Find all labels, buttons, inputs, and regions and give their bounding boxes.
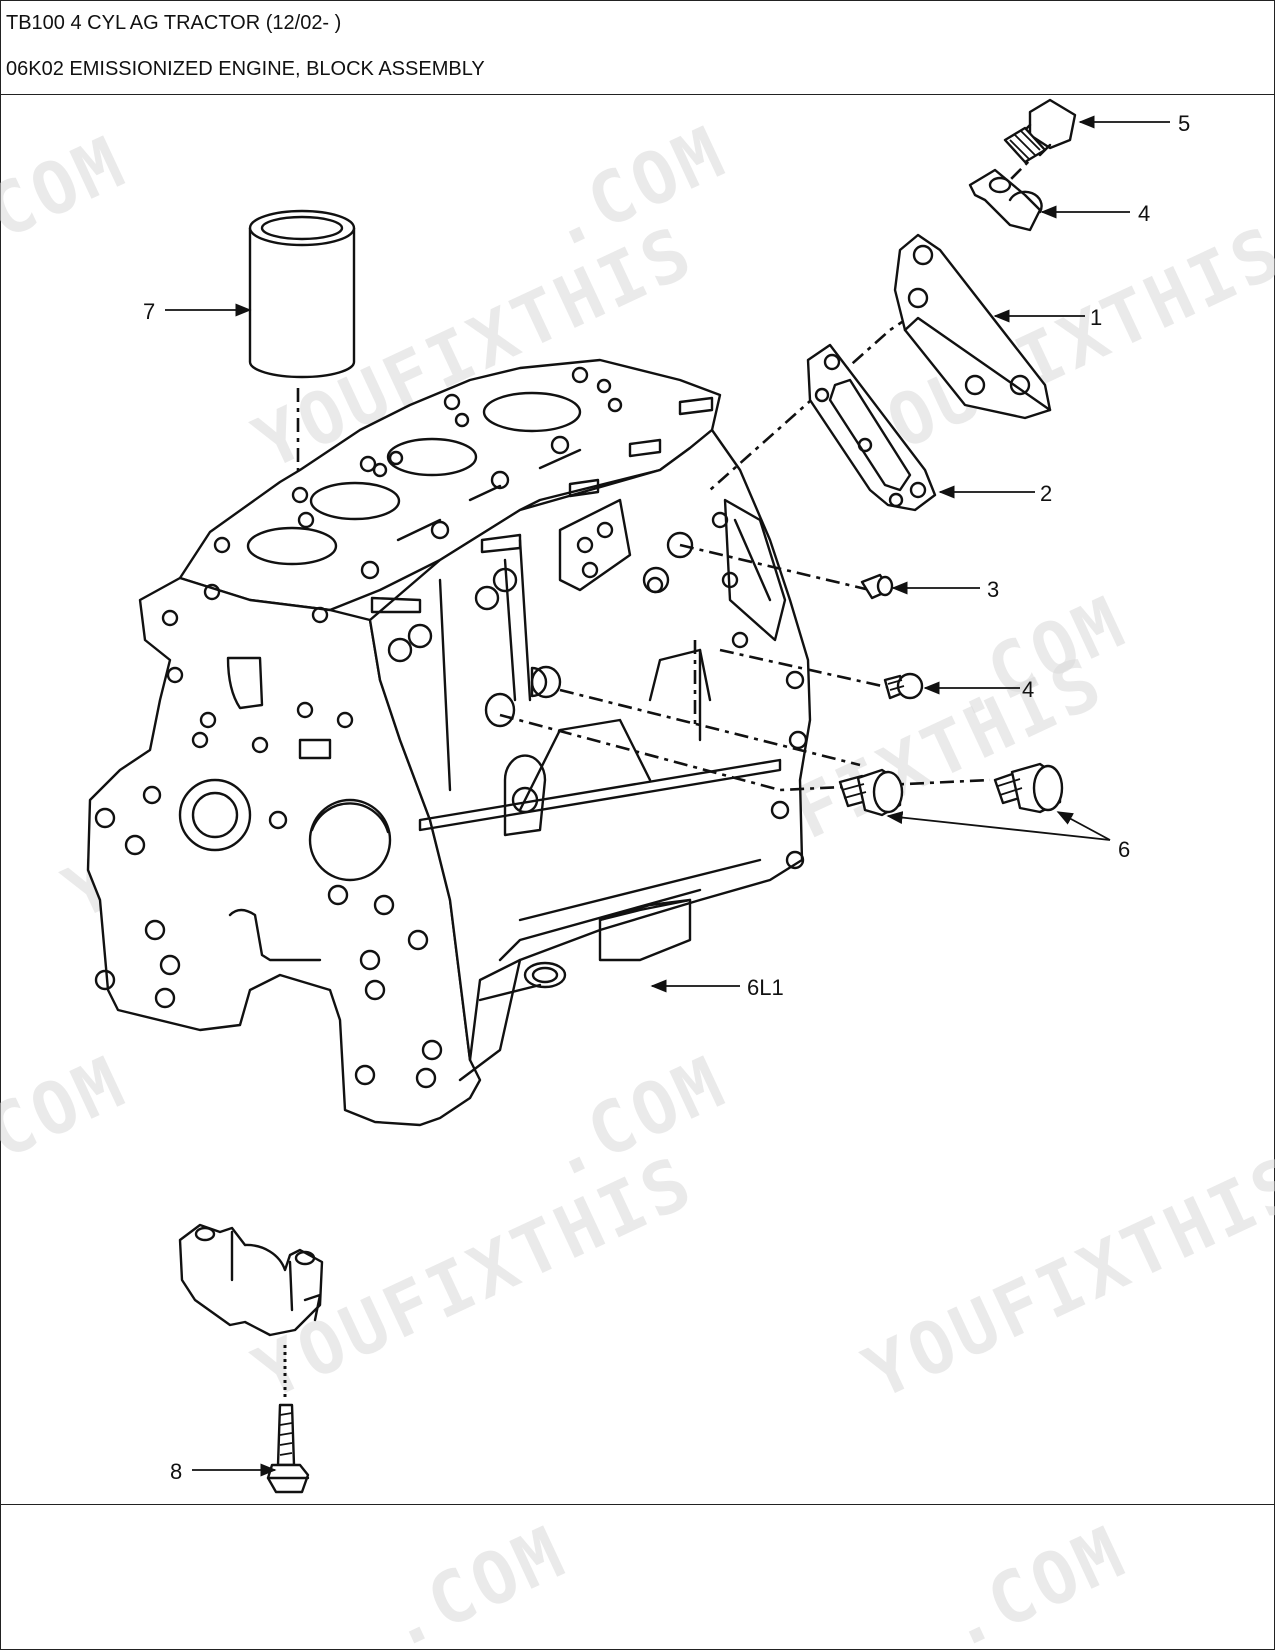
header-section-line: 06K02 EMISSIONIZED ENGINE, BLOCK ASSEMBL… xyxy=(6,58,485,80)
part-6-plug-left xyxy=(838,768,904,817)
watermark-text: .COM xyxy=(932,1509,1139,1650)
part-7-cylinder-liner xyxy=(248,209,356,555)
callout-6l1: 6L1 xyxy=(747,975,784,1000)
part-3-dowel xyxy=(860,573,894,600)
part-4-plug xyxy=(883,672,924,700)
watermark-text: .COM xyxy=(0,1039,139,1195)
part-8-main-bearing-cap xyxy=(178,1223,324,1400)
callout-2: 2 xyxy=(1040,481,1052,506)
watermark-text: .COM xyxy=(0,119,139,275)
header-rule xyxy=(0,94,1275,95)
part-6-plug-right xyxy=(993,762,1064,814)
callout-3: 3 xyxy=(987,577,999,602)
watermark-text: YOUFIXTHIS xyxy=(852,1139,1275,1415)
callout-4-top: 4 xyxy=(1138,201,1150,226)
engine-block xyxy=(86,159,1031,1127)
header-model-line: TB100 4 CYL AG TRACTOR (12/02- ) xyxy=(6,12,342,34)
part-5-bolt xyxy=(1003,98,1077,164)
part-1-plate xyxy=(893,233,1052,420)
callout-leaders xyxy=(165,115,1170,1477)
callout-8: 8 xyxy=(170,1459,182,1484)
part-4-clip xyxy=(968,168,1043,232)
watermark-text: .COM xyxy=(372,1509,579,1650)
callout-4-middle: 4 xyxy=(1022,677,1034,702)
callout-labels: 5 4 1 2 3 4 6 6L1 7 8 xyxy=(143,111,1190,1484)
callout-1: 1 xyxy=(1090,305,1102,330)
footer-rule xyxy=(0,1504,1275,1505)
callout-6: 6 xyxy=(1118,837,1130,862)
part-2-gasket xyxy=(806,343,937,512)
callout-7: 7 xyxy=(143,299,155,324)
part-8-bolt xyxy=(266,1403,310,1494)
callout-5: 5 xyxy=(1178,111,1190,136)
